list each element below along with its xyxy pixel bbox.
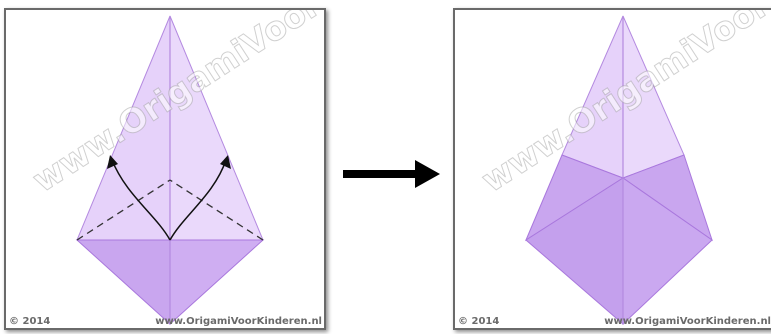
step-after-panel: www.OrigamiVoorKinderen.nl © 2014 www.Or… <box>453 8 771 330</box>
kite-lower-left-face <box>77 240 170 324</box>
copyright-label: © 2014 <box>9 316 50 327</box>
kite-lower-right-face <box>170 240 263 324</box>
upper-left-face <box>562 16 623 178</box>
kite-upper-left-face <box>77 16 170 240</box>
site-label: www.OrigamiVoorKinderen.nl <box>155 316 322 327</box>
site-label: www.OrigamiVoorKinderen.nl <box>604 316 771 327</box>
copyright-label: © 2014 <box>458 316 499 327</box>
origami-diagram-before <box>6 10 324 328</box>
kite-upper-right-face <box>170 16 263 240</box>
upper-right-face <box>623 16 684 178</box>
right-arrow-icon <box>343 158 441 190</box>
step-before-panel: www.OrigamiVoorKinderen.nl © 2014 www.Or… <box>4 8 326 330</box>
origami-diagram-after <box>455 10 771 328</box>
